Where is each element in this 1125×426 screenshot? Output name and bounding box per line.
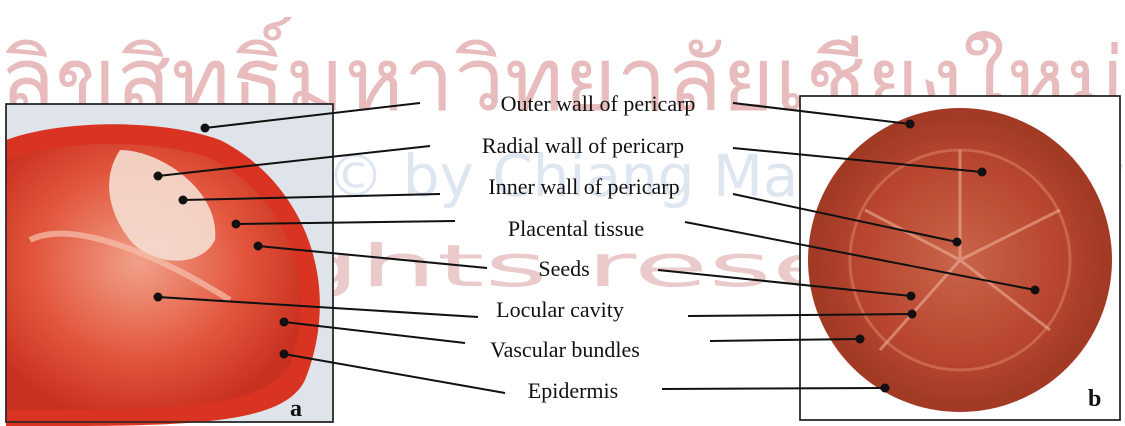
pointer-dot-left-2 xyxy=(154,172,163,181)
epidermis-label: Epidermis xyxy=(528,378,618,403)
locular-cavity-label: Locular cavity xyxy=(496,297,624,322)
seeds-label: Seeds xyxy=(538,256,589,281)
pointer-dot-left-7 xyxy=(280,318,289,327)
outer-wall-label: Outer wall of pericarp xyxy=(501,91,696,116)
panel-b-letter: b xyxy=(1088,386,1101,412)
pointer-dot-right-8 xyxy=(881,384,890,393)
panel-a: a xyxy=(6,104,333,426)
pointer-dot-right-3 xyxy=(953,238,962,247)
pointer-dot-left-3 xyxy=(179,196,188,205)
panel-b: b xyxy=(800,96,1120,420)
pointer-dot-left-8 xyxy=(280,350,289,359)
pointer-dot-left-5 xyxy=(254,242,263,251)
pointer-dot-left-4 xyxy=(232,220,241,229)
pointer-dot-left-6 xyxy=(154,293,163,302)
pointer-dot-left-1 xyxy=(201,124,210,133)
panel-a-letter: a xyxy=(290,396,302,422)
pointer-dot-right-4 xyxy=(1031,286,1040,295)
vascular-bundles-label: Vascular bundles xyxy=(490,337,640,362)
placental-tissue-label: Placental tissue xyxy=(508,216,644,241)
pointer-dot-right-6 xyxy=(908,310,917,319)
pointer-dot-right-2 xyxy=(978,168,987,177)
inner-wall-label: Inner wall of pericarp xyxy=(488,174,679,199)
leader-line-right-8 xyxy=(662,388,885,389)
pointer-dot-right-5 xyxy=(907,292,916,301)
pointer-dot-right-1 xyxy=(906,120,915,129)
radial-wall-label: Radial wall of pericarp xyxy=(482,133,684,158)
pointer-dot-right-7 xyxy=(856,335,865,344)
labels: Outer wall of pericarpRadial wall of per… xyxy=(482,91,696,403)
